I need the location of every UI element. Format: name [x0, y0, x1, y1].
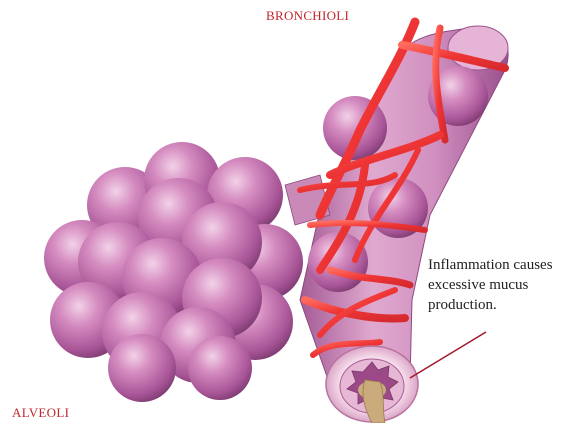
callout-pointer-line	[410, 332, 486, 378]
inflammation-callout: Inflammation causes excessive mucus prod…	[428, 255, 586, 315]
callout-line-2: excessive mucus	[428, 275, 586, 295]
airway-cross-section	[326, 346, 418, 423]
callout-line-1: Inflammation causes	[428, 255, 586, 275]
callout-line-3: production.	[428, 295, 586, 315]
alveoli-cluster	[44, 142, 303, 402]
alveoli-label: ALVEOLI	[12, 405, 69, 421]
bronchioli-label: BRONCHIOLI	[266, 8, 349, 24]
